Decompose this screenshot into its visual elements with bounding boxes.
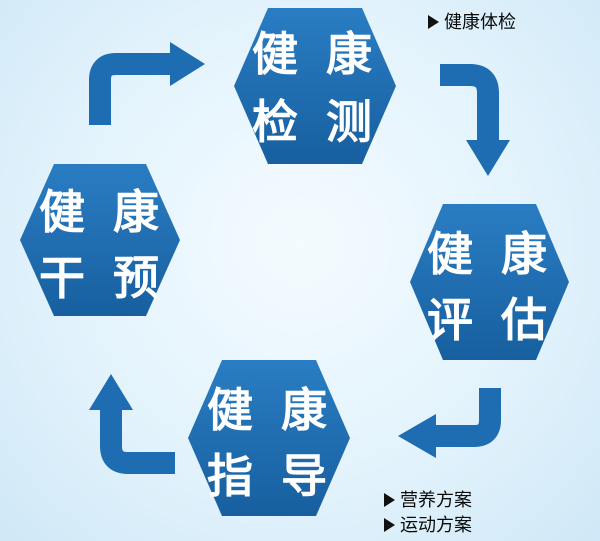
hexagon-guide-line1: 健 康 bbox=[207, 383, 333, 437]
hexagon-detect-line1: 健 康 bbox=[252, 27, 378, 81]
arrow-assess-to-guide bbox=[398, 388, 501, 458]
hexagon-guide: 健 康 指 导 bbox=[188, 360, 350, 516]
note-guide-text-2: 运动方案 bbox=[400, 515, 472, 536]
hexagon-intervene: 健 康 干 预 bbox=[20, 164, 180, 316]
arrow-intervene-to-detect bbox=[89, 42, 205, 125]
hexagon-detect: 健 康 检 测 bbox=[234, 8, 396, 164]
hexagon-assess: 健 康 评 估 bbox=[410, 204, 569, 360]
right-triangle-bullet-icon bbox=[384, 493, 395, 507]
note-detect: 健康体检 bbox=[428, 12, 516, 34]
hexagon-intervene-line2: 干 预 bbox=[39, 251, 165, 305]
note-detect-text: 健康体检 bbox=[444, 12, 516, 33]
right-triangle-bullet-icon bbox=[428, 15, 439, 29]
note-guide-2: 运动方案 bbox=[384, 515, 472, 537]
arrow-detect-to-assess bbox=[440, 64, 510, 176]
hexagon-detect-line2: 检 测 bbox=[252, 95, 378, 149]
hexagon-assess-line2: 评 估 bbox=[427, 293, 553, 347]
hexagon-assess-line1: 健 康 bbox=[427, 227, 553, 281]
note-guide-1: 营养方案 bbox=[384, 490, 472, 512]
hexagon-intervene-line1: 健 康 bbox=[39, 185, 165, 239]
hexagon-guide-line2: 指 导 bbox=[207, 449, 333, 503]
arrow-guide-to-intervene bbox=[89, 374, 175, 474]
note-guide-text-1: 营养方案 bbox=[400, 490, 472, 511]
right-triangle-bullet-icon bbox=[384, 518, 395, 532]
